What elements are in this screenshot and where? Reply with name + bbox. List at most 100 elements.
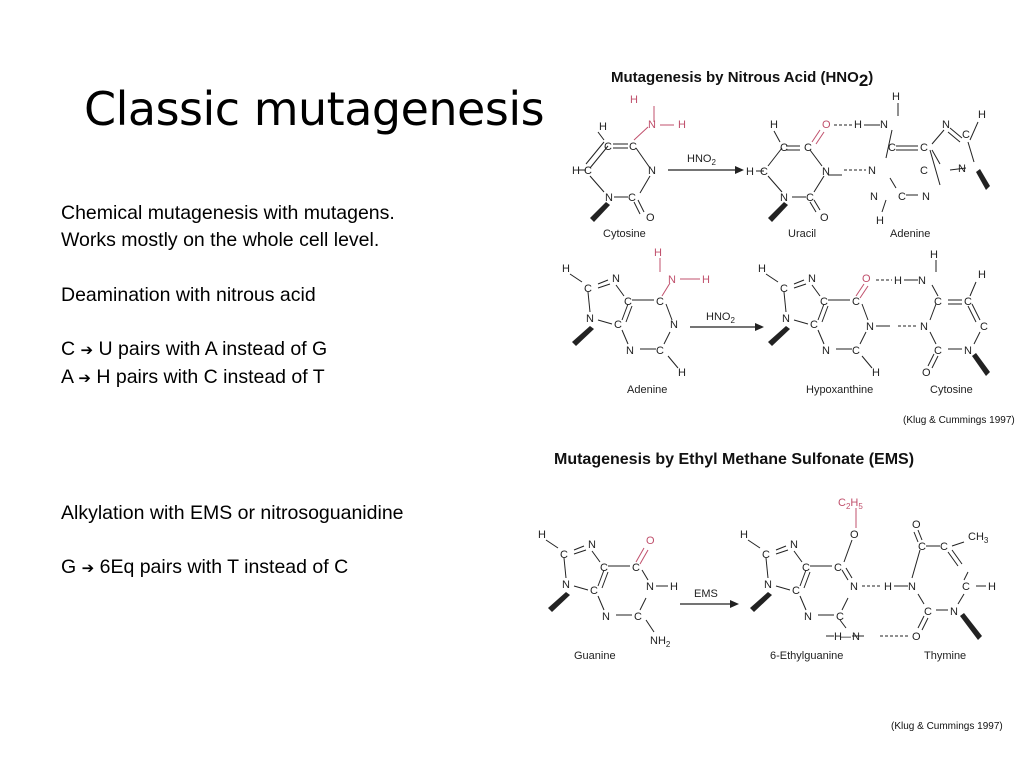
svg-text:C: C [614,319,622,331]
svg-text:N: N [648,165,656,177]
svg-text:C: C [560,549,568,561]
svg-text:H: H [770,119,778,131]
svg-text:N: N [602,611,610,623]
svg-text:H: H [834,631,842,643]
svg-text:H: H [930,249,938,261]
svg-text:H: H [630,94,638,106]
svg-text:C: C [792,585,800,597]
svg-text:H: H [599,121,607,133]
svg-text:C2H5: C2H5 [838,497,863,511]
svg-text:H: H [758,263,766,275]
svg-text:N: N [804,611,812,623]
body-line-alkylation: Alkylation with EMS or nitrosoguanidine [61,502,404,524]
svg-text:C: C [629,141,637,153]
svg-text:N: N [822,166,830,178]
svg-text:C: C [934,296,942,308]
nitrous-title-main: Mutagenesis by Nitrous Acid (HNO [611,69,859,86]
svg-text:O: O [912,519,921,531]
svg-text:N: N [852,631,860,643]
svg-text:N: N [612,273,620,285]
body-line-a-to-h: A ➔ H pairs with C instead of T [61,364,327,392]
svg-text:O: O [822,119,831,131]
svg-text:C: C [656,296,664,308]
reagent-ems: EMS [694,588,718,600]
svg-text:H: H [892,91,900,103]
svg-text:C: C [628,192,636,204]
adenine-partner-label: Adenine [890,228,930,240]
svg-text:N: N [648,119,656,131]
svg-text:C: C [934,345,942,357]
adenine-label: Adenine [627,384,667,396]
svg-text:N: N [950,606,958,618]
reagent-hno2-sub-row1: 2 [711,158,716,167]
svg-text:C: C [920,165,928,177]
svg-text:—: — [840,631,851,643]
svg-text:C: C [924,606,932,618]
svg-text:H: H [978,269,986,281]
svg-text:N: N [920,321,928,333]
svg-text:H: H [670,581,678,593]
svg-text:N: N [922,191,930,203]
nitrous-acid-figure-title: Mutagenesis by Nitrous Acid (HNO2) [611,67,873,90]
reagent-hno2-main-row2: HNO [706,311,731,323]
svg-text:N: N [782,313,790,325]
svg-text:C: C [780,142,788,154]
base-a: A [61,366,73,388]
g-to-6eq-text: 6Eq pairs with T instead of C [99,556,349,578]
svg-text:N: N [790,539,798,551]
body-line-works: Works mostly on the whole cell level. [61,229,380,251]
svg-text:C: C [898,191,906,203]
svg-text:O: O [646,212,655,224]
svg-text:C: C [940,541,948,553]
arrow-icon: ➔ [80,342,94,359]
a-to-h-text: H pairs with C instead of T [96,366,325,388]
svg-text:C: C [920,142,928,154]
svg-text:C: C [656,345,664,357]
svg-text:C: C [584,165,592,177]
svg-text:C: C [762,549,770,561]
svg-text:N: N [870,191,878,203]
svg-text:C: C [964,296,972,308]
svg-text:C: C [804,142,812,154]
cytosine-partner-label: Cytosine [930,384,973,396]
svg-text:N: N [908,581,916,593]
slide-title: Classic mutagenesis [84,82,545,136]
svg-text:H: H [678,119,686,131]
svg-text:N: N [964,345,972,357]
base-c: C [61,338,76,360]
svg-text:N: N [866,321,874,333]
body-text-block-2: C ➔ U pairs with A instead of G A ➔ H pa… [61,336,327,392]
svg-text:H: H [746,166,754,178]
svg-text:CH3: CH3 [968,531,989,545]
svg-text:N: N [868,165,876,177]
svg-text:H: H [884,581,892,593]
svg-text:N: N [670,319,678,331]
svg-text:HNO2: HNO2 [687,153,716,167]
svg-text:N: N [626,345,634,357]
ems-figure-title: Mutagenesis by Ethyl Methane Sulfonate (… [554,451,915,468]
svg-text:HNO2: HNO2 [706,311,735,325]
svg-text:N: N [588,539,596,551]
svg-text:C: C [604,141,612,153]
svg-text:O: O [646,535,655,547]
svg-text:C: C [780,283,788,295]
cytosine-label: Cytosine [603,228,646,240]
svg-text:O: O [862,273,871,285]
svg-text:C: C [584,283,592,295]
body-line-c-to-u: C ➔ U pairs with A instead of G [61,336,327,364]
reagent-hno2-sub-row2: 2 [730,316,735,325]
svg-text:C: C [624,296,632,308]
svg-text:C: C [810,319,818,331]
svg-text:NH2: NH2 [650,635,671,649]
svg-text:N: N [850,581,858,593]
svg-text:N: N [605,192,613,204]
thymine-label: Thymine [924,650,966,662]
uracil-label: Uracil [788,228,816,240]
svg-text:C: C [806,192,814,204]
svg-text:N: N [958,163,966,175]
svg-text:C: C [962,581,970,593]
